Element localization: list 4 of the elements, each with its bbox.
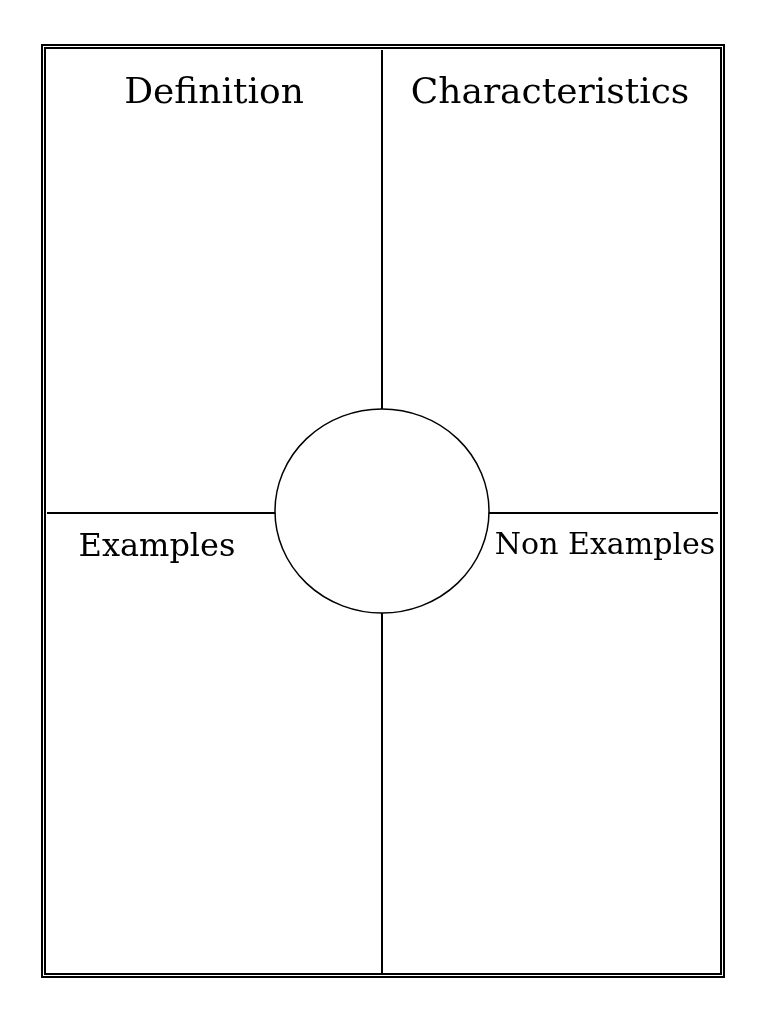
quadrant-heading: Characteristics [410, 70, 690, 111]
quadrant-heading: Definition [124, 70, 304, 111]
quadrant-heading: Examples [78, 526, 236, 564]
quadrant-heading: Non Examples [494, 526, 716, 561]
